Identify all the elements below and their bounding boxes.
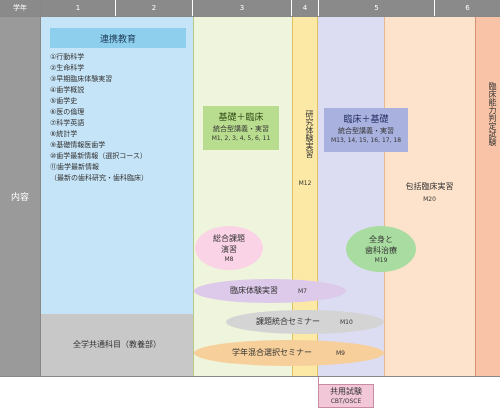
renkei-item: （最新の歯科研究・歯科臨床）: [50, 174, 148, 182]
header-year-6: 6: [435, 0, 500, 16]
kadai-togo-code: M10: [340, 319, 353, 326]
kadai-togo-ellipse: [226, 310, 384, 334]
grid-line-top: [0, 16, 500, 17]
kiso-rinsho-box: 基礎＋臨床 統合型講義・実習 M1, 2, 3, 4, 5, 6, 11: [203, 106, 279, 150]
header-year-1: 1: [41, 0, 115, 16]
rinsho-noryoku-title: 臨床能力判定試験: [488, 82, 497, 146]
gakunen-kongo-label: 学年混合選択セミナー: [232, 348, 312, 357]
sogo-kadai-ellipse: 総合課題 演習 M8: [195, 226, 263, 270]
rinsho-kiso-line3: M13, 14, 15, 16, 17, 18: [330, 137, 402, 144]
kenkyu-code: M12: [298, 179, 312, 187]
rinsho-taiken-label: 臨床体験実習: [230, 286, 278, 295]
renkei-item: ⑩歯学最新情報（選択コース）: [50, 152, 147, 160]
zenshin-line1: 全身と: [369, 234, 393, 244]
kyoyo-shiken-line1: 共用試験: [330, 387, 362, 396]
rinsho-taiken-ellipse: [194, 279, 346, 303]
sogo-kadai-code: M8: [224, 255, 234, 263]
renkei-item: ②生命科学: [50, 64, 85, 72]
kyoyo-shiken-box: 共用試験 CBT/OSCE: [318, 384, 374, 408]
renkei-item: ⑥医の倫理: [50, 108, 85, 116]
grid-line-left: [40, 0, 41, 376]
renkei-item: ①行動科学: [50, 53, 85, 61]
kadai-togo-label: 課題統合セミナー: [256, 317, 320, 326]
rinsho-taiken-code: M7: [298, 288, 307, 295]
rinsho-kiso-title: 臨床＋基礎: [343, 115, 389, 125]
renkei-item: ③早期臨床体験実習: [50, 75, 113, 83]
rinsho-noryoku-column: [475, 16, 500, 376]
header-year-3: 3: [193, 0, 291, 16]
renkei-region: [41, 16, 193, 314]
kenkyu-title: 研究体験実習: [305, 110, 314, 158]
zenshin-line2: 歯科治療: [365, 245, 397, 255]
gakunen-kongo-code: M9: [336, 350, 345, 357]
renkei-item: ⑤歯学史: [50, 97, 78, 105]
kiso-rinsho-line3: M1, 2, 3, 4, 5, 6, 11: [211, 135, 271, 142]
renkei-item: ⑧統計学: [50, 130, 78, 138]
renkei-item: ⑦科学英語: [50, 119, 85, 127]
header-year-2: 2: [116, 0, 192, 16]
hokatsu-title: 包括臨床実習: [405, 181, 454, 191]
kyoyo-connector: [318, 376, 319, 384]
renkei-item: ⑪歯学最新情報: [50, 163, 99, 171]
grid-line-bottom: [0, 376, 500, 377]
hokatsu-region: [384, 16, 475, 376]
renkei-title: 連携教育: [50, 28, 186, 48]
sogo-kadai-line1: 総合課題: [213, 233, 245, 243]
header-gakunen: 学年: [0, 0, 40, 16]
zengaku-label: 全学共通科目（教養部）: [73, 339, 161, 349]
renkei-item: ④歯学概説: [50, 86, 85, 94]
zenshin-ellipse: 全身と 歯科治療 M19: [346, 226, 416, 272]
header-year-4: 4: [292, 0, 318, 16]
renkei-item: ⑨基礎情報医歯学: [50, 141, 106, 149]
renkei-list: ①行動科学 ②生命科学 ③早期臨床体験実習 ④歯学概説 ⑤歯学史 ⑥医の倫理 ⑦…: [50, 52, 190, 184]
kiso-rinsho-line2: 統合型講義・実習: [213, 125, 269, 133]
header-year-5: 5: [319, 0, 434, 16]
zengaku-band: [41, 314, 193, 376]
row-label-naiyo: 内容: [0, 16, 40, 376]
hokatsu-code: M20: [423, 195, 436, 203]
gakunen-kongo-ellipse: [194, 340, 384, 366]
rinsho-kiso-box: 臨床＋基礎 統合型講義・実習 M13, 14, 15, 16, 17, 18: [324, 108, 408, 152]
kiso-rinsho-title: 基礎＋臨床: [218, 113, 264, 123]
sogo-kadai-line2: 演習: [221, 244, 237, 254]
rinsho-kiso-line2: 統合型講義・実習: [338, 127, 394, 135]
kyoyo-shiken-line2: CBT/OSCE: [330, 398, 362, 405]
zenshin-code: M19: [374, 256, 388, 264]
